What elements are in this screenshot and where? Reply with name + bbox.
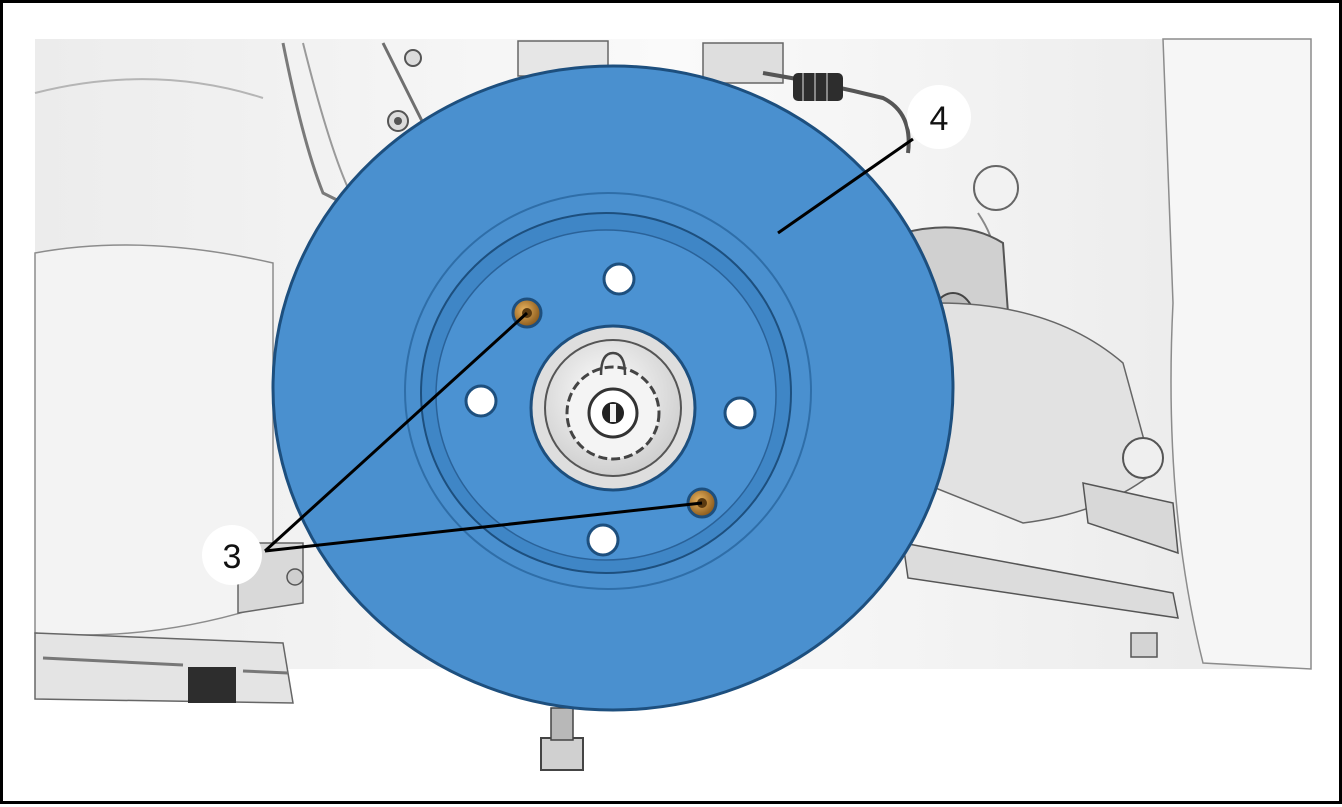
callout-4: 4	[907, 85, 971, 149]
brake-disc-illustration: 3 4	[34, 38, 1312, 771]
callout-4-label: 4	[930, 100, 949, 138]
stud-holes	[464, 262, 757, 557]
callout-leaders	[263, 137, 914, 553]
callout-3: 3	[202, 525, 262, 585]
callout-3-label: 3	[223, 538, 242, 576]
wheel-hub	[529, 324, 697, 492]
